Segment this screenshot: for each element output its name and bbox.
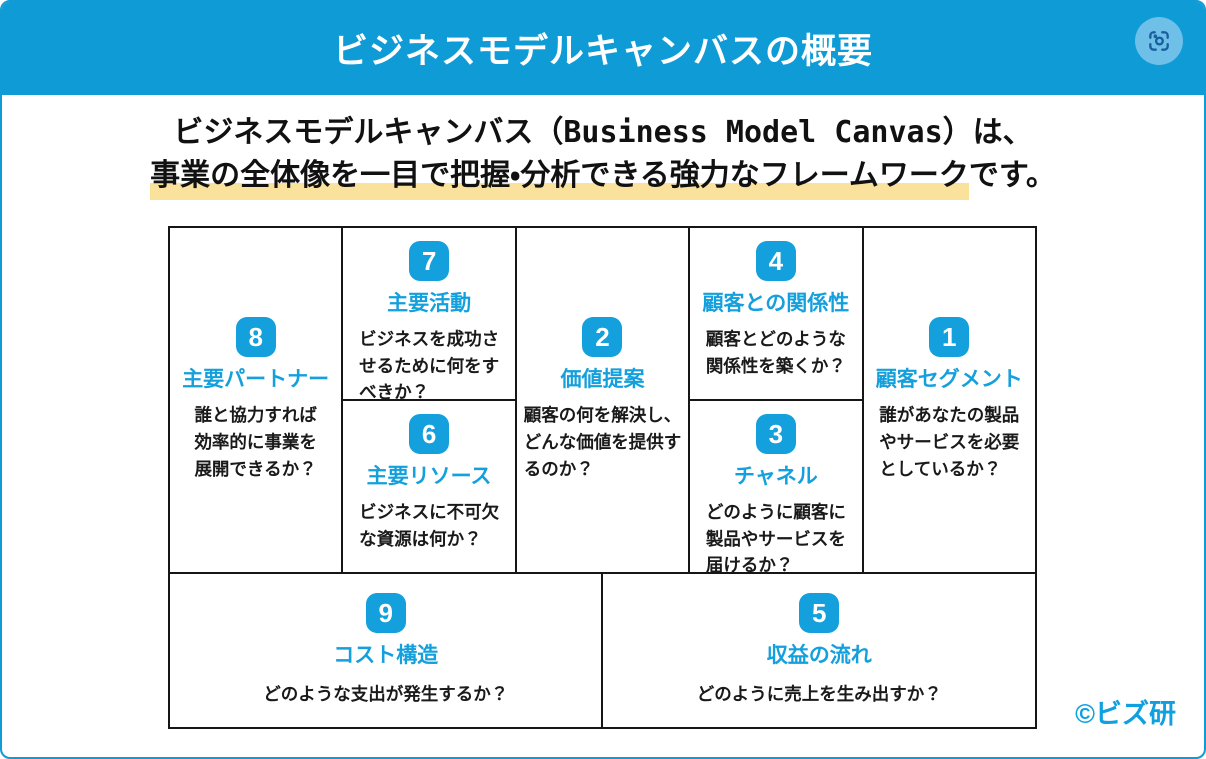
block-title: 顧客セグメント [875, 368, 1023, 392]
block-description: 顧客とどのような 関係性を築くか？ [705, 329, 846, 376]
screenshot-icon [1146, 28, 1172, 54]
lede-line-2: 事業の全体像を一目で把握・分析できる強力なフレームワークです。 [2, 154, 1204, 201]
lede-line-1: ビジネスモデルキャンバス（Business Model Canvas）は、 [2, 111, 1204, 154]
header-bar: ビジネスモデルキャンバスの概要 [2, 2, 1204, 95]
block-description: どのような支出が発生するか？ [263, 684, 509, 704]
block-number-badge: 1 [929, 317, 970, 358]
screenshot-capture-button[interactable] [1135, 17, 1183, 65]
block-number-badge: 5 [799, 593, 840, 633]
block-description: どのように顧客に 製品やサービスを 届けるか？ [705, 502, 846, 573]
block-customer-relationships: 4 顧客との関係性 顧客とどのような 関係性を築くか？ [689, 227, 863, 401]
business-model-canvas-grid: 8 主要パートナー 誰と協力すれば 効率的に事業を 展開できるか？ 7 主要活動… [168, 226, 1037, 729]
block-customer-segments: 1 顧客セグメント 誰があなたの製品 やサービスを必要 としているか？ [862, 227, 1036, 573]
lede-line-2-post: です。 [968, 159, 1056, 193]
block-number-badge: 3 [755, 414, 796, 455]
block-description: ビジネスに不可欠 な資源は何か？ [359, 502, 500, 549]
block-description: どのように売上を生み出すか？ [696, 684, 942, 704]
block-value-proposition: 2 価値提案 顧客の何を解決し、 どんな価値を提供す るのか？ [515, 227, 690, 573]
block-key-resources: 6 主要リソース ビジネスに不可欠 な資源は何か？ [342, 400, 516, 573]
block-title: 主要リソース [366, 465, 492, 489]
block-key-partners: 8 主要パートナー 誰と協力すれば 効率的に事業を 展開できるか？ [169, 227, 343, 573]
block-channels: 3 チャネル どのように顧客に 製品やサービスを 届けるか？ [689, 400, 863, 573]
block-number-badge: 7 [409, 241, 450, 281]
block-title: チャネル [733, 465, 818, 489]
block-description: 顧客の何を解決し、 どんな価値を提供す るのか？ [523, 405, 682, 479]
block-description: 誰があなたの製品 やサービスを必要 としているか？ [879, 405, 1020, 479]
block-title: 価値提案 [560, 368, 645, 392]
block-number-badge: 4 [755, 241, 796, 281]
lede-line-1-pre: ビジネスモデルキャンバス（ [173, 116, 564, 149]
block-title: コスト構造 [333, 644, 439, 667]
page-title: ビジネスモデルキャンバスの概要 [332, 32, 873, 71]
copyright-label: ©ビズ研 [1075, 699, 1176, 729]
block-revenue-streams: 5 収益の流れ どのように売上を生み出すか？ [602, 572, 1036, 728]
block-number-badge: 9 [365, 593, 406, 633]
lede-highlighted-text: 事業の全体像を一目で把握・分析できる強力なフレームワーク [150, 159, 969, 201]
lede-line-1-post: ）は、 [942, 116, 1033, 149]
block-number-badge: 2 [582, 317, 623, 358]
block-key-activities: 7 主要活動 ビジネスを成功さ せるために何をす べきか？ [342, 227, 516, 401]
block-title: 主要パートナー [182, 368, 330, 392]
block-cost-structure: 9 コスト構造 どのような支出が発生するか？ [169, 572, 603, 728]
block-title: 顧客との関係性 [702, 292, 850, 315]
block-title: 主要活動 [387, 292, 472, 315]
lede-line-1-english: Business Model Canvas [563, 115, 943, 150]
block-description: ビジネスを成功さ せるために何をす べきか？ [359, 329, 500, 401]
block-number-badge: 8 [235, 317, 276, 358]
block-title: 収益の流れ [766, 644, 872, 667]
block-number-badge: 6 [409, 414, 450, 455]
lede: ビジネスモデルキャンバス（Business Model Canvas）は、 事業… [2, 111, 1204, 201]
block-description: 誰と協力すれば 効率的に事業を 展開できるか？ [194, 405, 317, 479]
